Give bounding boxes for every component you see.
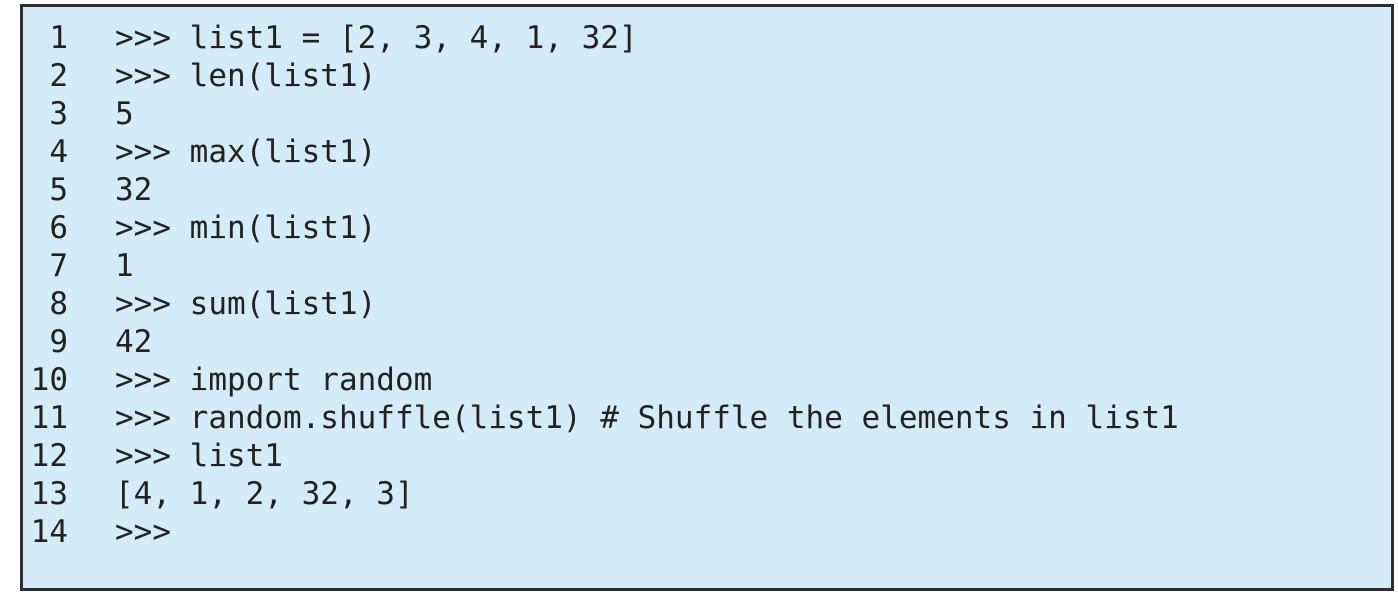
code-line: 6 >>> min(list1) [23, 209, 1391, 247]
code-line: 9 42 [23, 323, 1391, 361]
code-line: 8 >>> sum(list1) [23, 285, 1391, 323]
code-line: 2 >>> len(list1) [23, 57, 1391, 95]
code-line: 1 >>> list1 = [2, 3, 4, 1, 32] [23, 19, 1391, 57]
line-number: 7 [49, 248, 68, 284]
code-text: >>> [115, 514, 171, 550]
line-number: 6 [49, 210, 68, 246]
code-text: 5 [115, 96, 134, 132]
code-line: 10 >>> import random [23, 361, 1391, 399]
code-text: >>> random.shuffle(list1) # Shuffle the … [115, 400, 1179, 436]
code-text: [4, 1, 2, 32, 3] [115, 476, 414, 512]
code-line: 11 >>> random.shuffle(list1) # Shuffle th… [23, 399, 1391, 437]
line-number: 5 [49, 172, 68, 208]
code-text: 42 [115, 324, 153, 360]
code-text: >>> sum(list1) [115, 286, 377, 322]
line-number: 14 [30, 514, 68, 550]
code-text: >>> list1 [115, 438, 283, 474]
line-number: 1 [49, 20, 68, 56]
code-text: >>> len(list1) [115, 58, 377, 94]
line-number: 12 [30, 438, 68, 474]
line-number: 11 [30, 400, 68, 436]
line-number: 10 [30, 362, 68, 398]
code-text: >>> list1 = [2, 3, 4, 1, 32] [115, 20, 638, 56]
code-lines: 1 >>> list1 = [2, 3, 4, 1, 32] 2 >>> len(li… [23, 7, 1391, 551]
code-line: 14 >>> [23, 513, 1391, 551]
console-listing-box: 1 >>> list1 = [2, 3, 4, 1, 32] 2 >>> len(li… [20, 4, 1394, 591]
code-text: >>> max(list1) [115, 134, 377, 170]
code-line: 12 >>> list1 [23, 437, 1391, 475]
line-number: 4 [49, 134, 68, 170]
line-number: 9 [49, 324, 68, 360]
line-number: 8 [49, 286, 68, 322]
code-text: >>> min(list1) [115, 210, 377, 246]
line-number: 3 [49, 96, 68, 132]
code-text: 1 [115, 248, 134, 284]
line-number: 2 [49, 58, 68, 94]
code-text: >>> import random [115, 362, 433, 398]
code-line: 4 >>> max(list1) [23, 133, 1391, 171]
code-line: 13 [4, 1, 2, 32, 3] [23, 475, 1391, 513]
line-number: 13 [30, 476, 68, 512]
code-line: 5 32 [23, 171, 1391, 209]
code-text: 32 [115, 172, 153, 208]
